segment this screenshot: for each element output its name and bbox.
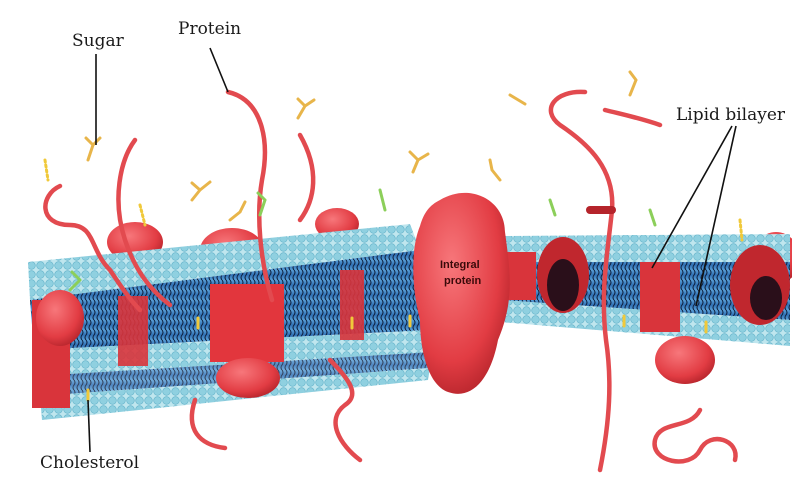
sugar-label: Sugar [72,31,125,51]
integral-protein: Integral protein [413,193,510,394]
lipid-bilayer-label: Lipid bilayer [676,105,786,125]
integral-protein-label-line2: protein [444,275,482,287]
protein-leader [210,48,228,92]
integral-protein-label-line1: Integral [440,259,480,271]
lipid-bilayer-right [500,234,790,346]
cholesterol-label: Cholesterol [40,453,139,473]
protein-label: Protein [178,19,241,39]
